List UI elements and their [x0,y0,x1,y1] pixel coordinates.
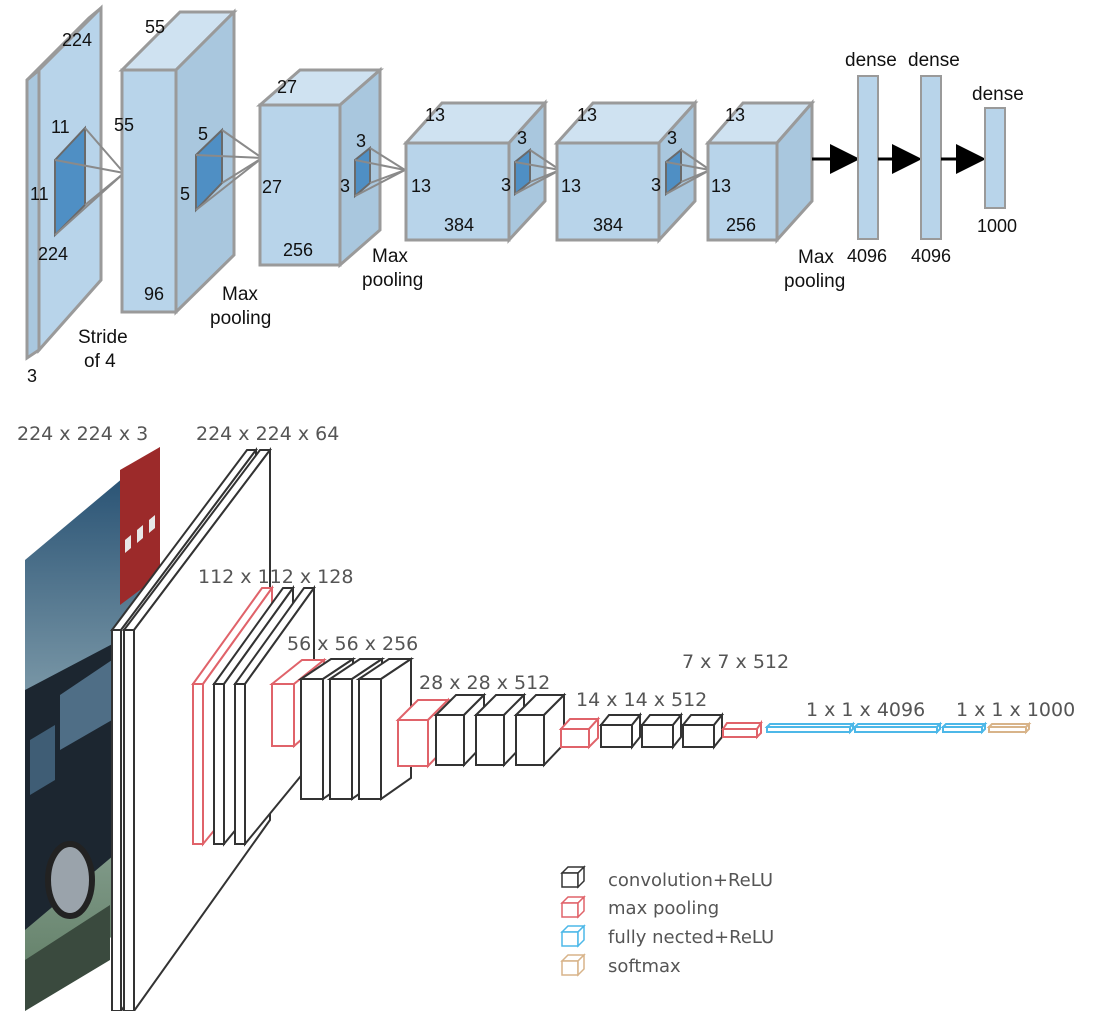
pool4 [558,716,601,750]
pool1-line-1: Max [222,284,258,305]
conv3-kernel-w-label: 3 [517,128,527,148]
conv3-height-label: 13 [411,176,431,196]
softmax-layer [986,721,1032,735]
alexnet-conv4-volume [553,99,711,244]
pool1-line-2: pooling [210,308,271,329]
vgg-block2-layers [191,584,316,847]
alexnet-conv5-volume [704,99,816,244]
dense2-title: dense [908,50,960,71]
pool5-label: Max pooling [784,247,845,292]
pool2-label: Max pooling [362,246,423,291]
legend-fc-label: fully nected+ReLU [608,927,774,948]
conv5-depth-label: 256 [726,215,756,235]
dense2-bar [920,75,942,240]
conv4-depth-label: 384 [593,215,623,235]
pool5-line-2: pooling [784,271,845,292]
alexnet-diagram: 224 224 3 11 11 Stride of 4 55 55 96 5 5… [25,4,1024,386]
conv1-kernel-h-label: 5 [180,184,190,204]
vgg-block3-label: 56 x 56 x 256 [287,633,418,655]
stride-line-2: of 4 [84,351,116,372]
input-depth-label: 3 [27,366,37,386]
conv4-width-label: 13 [577,105,597,125]
legend-conv-swatch [560,865,586,889]
conv5-height-label: 13 [711,176,731,196]
pool2-line-1: Max [372,246,408,267]
conv2-depth-label: 256 [283,240,313,260]
conv2-width-label: 27 [277,77,297,97]
alexnet-conv2-volume [256,66,406,269]
conv4-height-label: 13 [561,176,581,196]
alexnet-conv3-volume [402,99,561,244]
vgg-block1-label: 224 x 224 x 64 [196,423,339,445]
vgg-block4-label: 28 x 28 x 512 [419,672,550,694]
pool2-line-2: pooling [362,270,423,291]
alexnet-input-volume [25,4,125,361]
legend-pool-swatch [560,895,586,919]
legend-conv-label: convolution+ReLU [608,870,773,891]
dense2-units: 4096 [911,246,951,266]
conv2-height-label: 27 [262,177,282,197]
vgg-block5-layers [558,712,725,750]
conv3-depth-label: 384 [444,215,474,235]
input-height-label: 224 [38,244,68,264]
conv4-kernel-h-label: 3 [651,175,661,195]
input-width-label: 224 [62,30,92,50]
conv3-kernel-h-label: 3 [501,175,511,195]
vgg-block3-layers [269,657,415,801]
vgg-pool5-label: 7 x 7 x 512 [682,651,789,673]
pool5 [721,719,763,740]
pool1-label: Max pooling [210,284,271,329]
pool5-line-1: Max [798,247,834,268]
fc-layers [764,721,988,735]
vgg-legend: convolution+ReLU max pooling fully necte… [560,865,774,977]
dense3-title: dense [972,84,1024,105]
vgg-block4-layers [395,692,567,769]
dense1-bar [857,75,879,240]
vgg-fc-label: 1 x 1 x 4096 [806,699,925,721]
stride-label: Stride of 4 [78,327,133,372]
conv1-depth-label: 96 [144,284,164,304]
conv2-kernel-h-label: 3 [340,176,350,196]
legend-fc-swatch [560,924,586,948]
dense3-bar [984,107,1006,209]
vgg-softmax-label: 1 x 1 x 1000 [956,699,1075,721]
conv4-kernel-w-label: 3 [667,128,677,148]
conv5-width-label: 13 [725,105,745,125]
legend-pool-label: max pooling [608,898,719,919]
stride-line-1: Stride [78,327,128,348]
conv1-width-label: 55 [145,17,165,37]
conv3-width-label: 13 [425,105,445,125]
dense1-units: 4096 [847,246,887,266]
input-kernel-h-label: 11 [30,184,49,204]
conv1-kernel-w-label: 5 [198,124,208,144]
dense3-units: 1000 [977,216,1017,236]
legend-softmax-label: softmax [608,956,681,977]
alexnet-conv1-volume [118,8,263,316]
conv1-height-label: 55 [114,115,134,135]
vgg-input-label: 224 x 224 x 3 [17,423,148,445]
input-kernel-w-label: 11 [51,117,70,137]
dense1-title: dense [845,50,897,71]
conv2-kernel-w-label: 3 [356,131,366,151]
vgg-block2-label: 112 x 112 x 128 [198,566,353,588]
vgg-block5-label: 14 x 14 x 512 [576,689,707,711]
legend-softmax-swatch [560,953,586,977]
vgg16-diagram: 224 x 224 x 3 224 x 224 x 64 112 x 112 x… [17,423,1075,1011]
